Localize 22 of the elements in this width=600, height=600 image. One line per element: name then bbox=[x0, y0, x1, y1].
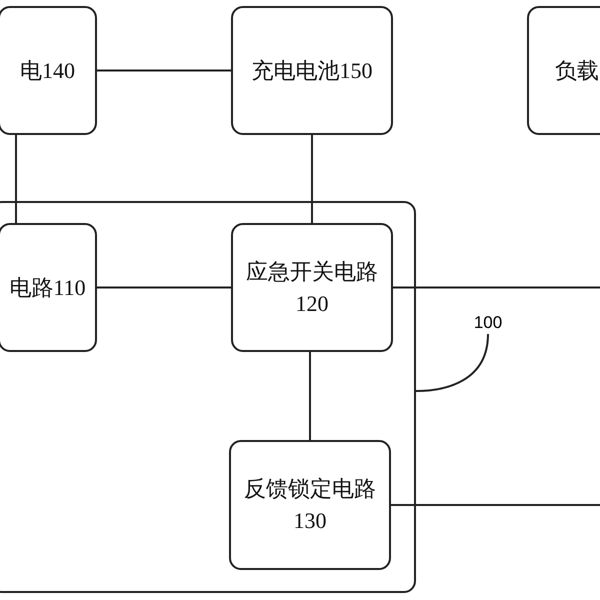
block-label: 充电电池150 bbox=[250, 56, 374, 85]
connector-line bbox=[311, 135, 313, 223]
connector-line bbox=[393, 286, 600, 288]
block-label: 应急开关电路 120 bbox=[245, 258, 379, 318]
block-box bbox=[0, 223, 97, 352]
block-label: 100 bbox=[472, 312, 504, 334]
block-box bbox=[231, 223, 393, 352]
block-label: 电路110 bbox=[8, 274, 87, 302]
module-frame bbox=[0, 201, 416, 593]
block-box bbox=[231, 6, 393, 135]
connector-line bbox=[97, 70, 231, 72]
connector-line bbox=[97, 286, 231, 288]
block-box bbox=[229, 440, 391, 570]
block-box bbox=[527, 6, 600, 135]
block-label: 负载 bbox=[554, 56, 600, 85]
block-label: 电140 bbox=[19, 56, 76, 85]
block-label: 反馈锁定电路 130 bbox=[243, 475, 377, 535]
connector-line bbox=[309, 352, 311, 440]
connector-line bbox=[391, 504, 600, 506]
leader-line bbox=[416, 334, 489, 392]
connector-line bbox=[15, 135, 17, 223]
block-box bbox=[0, 6, 97, 135]
